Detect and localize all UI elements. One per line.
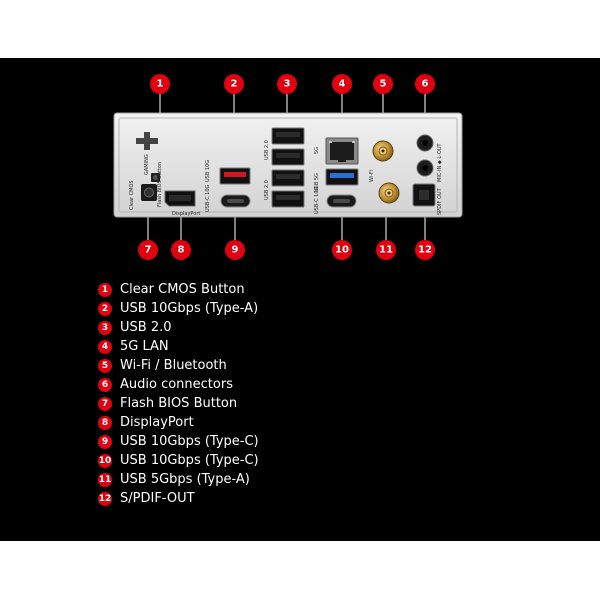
badge-3: 3 (277, 74, 297, 94)
io-panel-diagram: GAMING Clear CMOS Flash BIOS Button Disp… (113, 74, 463, 260)
badge-10: 10 (332, 240, 352, 260)
legend-label: Flash BIOS Button (120, 396, 238, 411)
usb-10g-type-a-port[interactable] (219, 167, 251, 185)
diagram-background: GAMING Clear CMOS Flash BIOS Button Disp… (0, 58, 600, 541)
legend-number: 11 (98, 472, 112, 487)
usb-10g-label: USB 10G (205, 160, 211, 182)
legend-number: 2 (98, 301, 112, 316)
badge-5: 5 (373, 74, 393, 94)
legend-item: 11 USB 5Gbps (Type-A) (98, 470, 418, 489)
usb-2-port-1[interactable] (271, 127, 305, 145)
svg-text:8: 8 (178, 245, 185, 256)
usb-2-port-2[interactable] (271, 148, 305, 166)
legend-number: 10 (98, 453, 112, 468)
svg-text:6: 6 (422, 79, 429, 90)
badge-12: 12 (415, 240, 435, 260)
audio-jack-top[interactable] (416, 134, 434, 152)
wifi-label: Wi-Fi (369, 170, 375, 182)
badge-8: 8 (171, 240, 191, 260)
legend-label: Audio connectors (120, 377, 233, 392)
legend-item: 10 USB 10Gbps (Type-C) (98, 451, 418, 470)
badge-7: 7 (138, 240, 158, 260)
wifi-antenna-top[interactable] (372, 140, 394, 162)
usb-5g-label: USB 5G (314, 173, 320, 192)
usb-c-10g-label-right: USB-C 10G (314, 186, 320, 214)
legend-number: 7 (98, 396, 112, 411)
usb-5g-type-a-port[interactable] (325, 168, 359, 186)
audio-jack-bottom[interactable] (416, 159, 434, 177)
displayport-connector[interactable] (164, 190, 196, 207)
svg-text:3: 3 (284, 79, 291, 90)
svg-text:12: 12 (418, 245, 432, 256)
usb-2-label-top: USB 2.0 (264, 140, 270, 160)
legend-number: 9 (98, 434, 112, 449)
wifi-antenna-bottom[interactable] (378, 182, 400, 204)
badge-1: 1 (150, 74, 170, 94)
lan-5g-label: 5G (314, 147, 320, 154)
legend-number: 8 (98, 415, 112, 430)
legend-item: 1 Clear CMOS Button (98, 280, 418, 299)
svg-text:11: 11 (379, 245, 393, 256)
legend-label: USB 10Gbps (Type-A) (120, 301, 259, 316)
clear-cmos-button[interactable] (151, 173, 160, 182)
usb-2-port-4[interactable] (271, 190, 305, 208)
spdif-out-port[interactable] (412, 183, 436, 207)
lan-5g-port[interactable] (325, 137, 359, 165)
badge-2: 2 (224, 74, 244, 94)
svg-text:7: 7 (145, 245, 152, 256)
legend-number: 1 (98, 282, 112, 297)
spdif-label: SPDIF OUT (437, 187, 443, 215)
audio-label: MIC-IN ◆ L-OUT (437, 142, 443, 182)
svg-text:9: 9 (232, 245, 239, 256)
legend-item: 4 5G LAN (98, 337, 418, 356)
legend-label: Wi-Fi / Bluetooth (120, 358, 227, 373)
legend-label: USB 5Gbps (Type-A) (120, 472, 250, 487)
legend-item: 8 DisplayPort (98, 413, 418, 432)
legend-label: USB 10Gbps (Type-C) (120, 453, 259, 468)
flash-bios-button[interactable] (141, 184, 157, 201)
usb-c-port-left[interactable] (220, 194, 251, 208)
badge-11: 11 (376, 240, 396, 260)
legend-item: 9 USB 10Gbps (Type-C) (98, 432, 418, 451)
badge-9: 9 (225, 240, 245, 260)
gaming-logo: GAMING (136, 132, 158, 175)
legend-item: 5 Wi-Fi / Bluetooth (98, 356, 418, 375)
legend-label: DisplayPort (120, 415, 194, 430)
usb-2-label-bottom: USB 2.0 (264, 180, 270, 200)
usb-c-10g-label: USB-C 10G (205, 184, 211, 212)
flash-bios-label: Flash BIOS Button (157, 162, 163, 207)
legend-item: 6 Audio connectors (98, 375, 418, 394)
svg-text:4: 4 (339, 79, 346, 90)
legend-label: Clear CMOS Button (120, 282, 245, 297)
svg-text:1: 1 (157, 79, 164, 90)
displayport-label: DisplayPort (172, 211, 200, 217)
legend-label: USB 10Gbps (Type-C) (120, 434, 259, 449)
gaming-label: GAMING (144, 154, 150, 175)
svg-text:10: 10 (335, 245, 349, 256)
legend-item: 12 S/PDIF-OUT (98, 489, 418, 508)
legend-number: 3 (98, 320, 112, 335)
legend-label: USB 2.0 (120, 320, 172, 335)
usb-c-port-right[interactable] (326, 194, 357, 208)
usb-2-port-3[interactable] (271, 169, 305, 187)
legend-number: 12 (98, 491, 112, 506)
legend-item: 3 USB 2.0 (98, 318, 418, 337)
legend-item: 2 USB 10Gbps (Type-A) (98, 299, 418, 318)
clear-cmos-label: Clear CMOS (129, 180, 135, 210)
badge-4: 4 (332, 74, 352, 94)
legend-number: 4 (98, 339, 112, 354)
svg-text:2: 2 (231, 79, 238, 90)
legend-number: 6 (98, 377, 112, 392)
svg-text:5: 5 (380, 79, 387, 90)
legend-label: 5G LAN (120, 339, 169, 354)
legend-label: S/PDIF-OUT (120, 491, 195, 506)
badge-6: 6 (415, 74, 435, 94)
legend-item: 7 Flash BIOS Button (98, 394, 418, 413)
legend-number: 5 (98, 358, 112, 373)
